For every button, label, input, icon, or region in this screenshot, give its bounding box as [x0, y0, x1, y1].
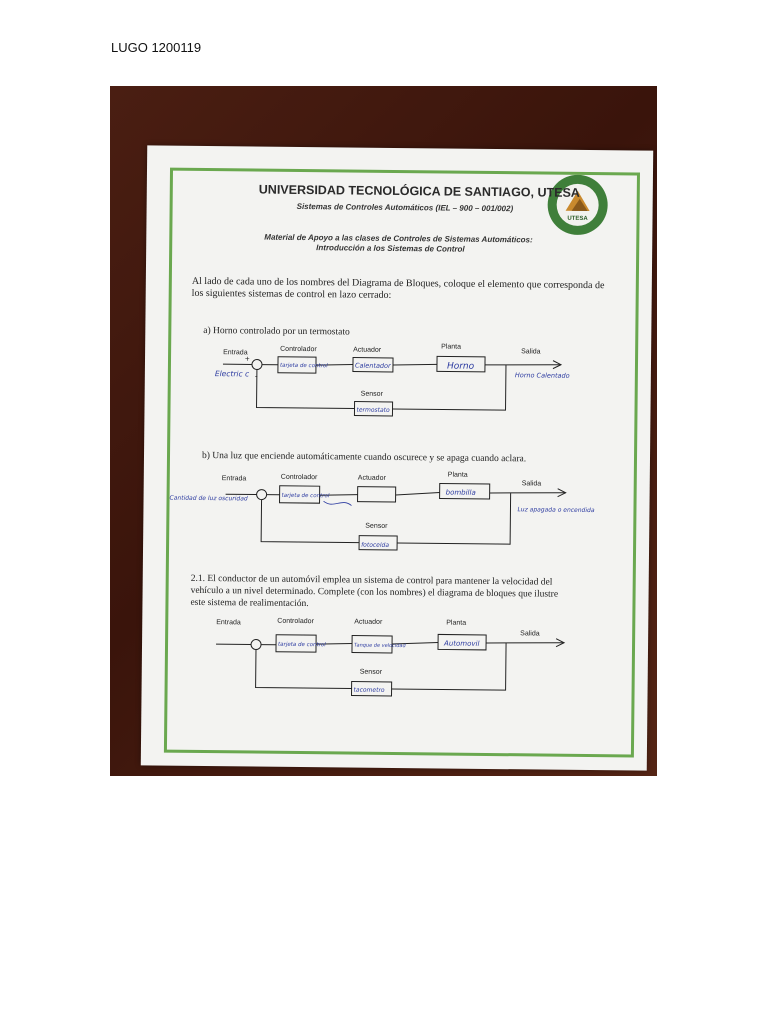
block-diagram-a: Entrada Controlador Actuador Planta Sali… [215, 343, 570, 417]
feedback-line-a2 [256, 369, 355, 410]
answer-controlador-c: tarjeta de control [278, 642, 326, 649]
feedback-line-b2 [260, 499, 360, 544]
label-entrada-a: Entrada [223, 349, 248, 356]
feedback-line-c1 [391, 643, 507, 691]
question-c-line3: este sistema de realimentación. [190, 597, 309, 610]
wire-c3 [392, 641, 439, 645]
label-sensor-a: Sensor [361, 391, 384, 398]
answer-planta-a: Horno [447, 362, 475, 372]
label-controlador-a: Controlador [280, 346, 317, 353]
answer-sensor-b: fotocelda [361, 542, 389, 549]
output-line-a [484, 364, 561, 366]
wire-a2 [315, 364, 353, 366]
answer-sensor-c: tacometro [354, 687, 385, 694]
feedback-line-c2 [255, 649, 352, 690]
wire-b2 [319, 494, 358, 496]
answer-controlador-a: tarjeta de control [280, 363, 328, 370]
label-planta-a: Planta [441, 343, 461, 350]
label-entrada-b: Entrada [222, 475, 247, 482]
material-title-line2: Introducción a los Sistemas de Control [316, 243, 465, 254]
seal-text: UTESA [567, 216, 588, 222]
answer-planta-c: Automovil [443, 639, 480, 647]
label-entrada-c: Entrada [216, 619, 241, 626]
actuator-block-b [357, 486, 397, 503]
label-salida-b: Salida [522, 480, 542, 487]
answer-sensor-a: termostato [356, 407, 390, 414]
label-planta-b: Planta [448, 472, 468, 479]
label-sensor-b: Sensor [365, 523, 388, 530]
answer-salida-a: Horno Calentado [515, 371, 570, 380]
plant-block-b [439, 482, 491, 500]
label-salida-c: Salida [520, 630, 540, 637]
answer-actuador-a: Calentador [355, 362, 392, 370]
output-line-c [486, 642, 565, 644]
label-salida-a: Salida [521, 348, 541, 355]
summing-junction-b [256, 489, 268, 501]
output-arrow-a [552, 360, 563, 370]
label-sensor-c: Sensor [360, 669, 383, 676]
output-line-b [489, 492, 566, 494]
answer-entrada-b: Cantidad de luz oscuridad [170, 495, 248, 503]
feedback-line-b1 [397, 493, 512, 545]
wire-a3 [392, 363, 437, 366]
answer-planta-b: bombilla [446, 489, 476, 497]
wire-b3 [395, 491, 440, 496]
label-controlador-c: Controlador [277, 618, 314, 625]
answer-entrada-a: Electric c [215, 369, 250, 378]
summing-junction-a [251, 359, 263, 371]
wire-c2 [316, 643, 353, 645]
block-diagram-c: Entrada Controlador Actuador Planta Sali… [216, 618, 566, 697]
answer-controlador-b: tarjeta de control [282, 493, 330, 500]
block-diagram-b: Entrada Controlador Actuador Planta Sali… [170, 472, 595, 551]
instruction-line2: los siguientes sistemas de control en la… [191, 287, 392, 301]
svg-text:+: + [245, 354, 250, 363]
answer-actuador-c: Tanque de velocidad [354, 643, 407, 650]
output-arrow-c [555, 638, 566, 648]
svg-text:-: - [255, 372, 258, 381]
label-actuador-c: Actuador [354, 619, 383, 626]
answer-salida-b: Luz apagada o encendida [517, 506, 594, 514]
page-header-label: LUGO 1200119 [111, 40, 202, 55]
label-actuador-a: Actuador [353, 347, 382, 354]
sensor-block-b [358, 535, 398, 551]
handwritten-squiggle-b [323, 500, 352, 506]
utesa-seal-icon: UTESA [547, 174, 608, 235]
label-actuador-b: Actuador [358, 475, 387, 482]
output-arrow-b [557, 488, 567, 498]
label-controlador-b: Controlador [281, 474, 318, 481]
document-photo: UTESA UNIVERSIDAD TECNOLÓGICA DE SANTIAG… [110, 86, 657, 776]
label-planta-c: Planta [446, 620, 466, 627]
summing-junction-c [250, 639, 262, 651]
feedback-line-a1 [392, 365, 507, 411]
paper-sheet: UTESA UNIVERSIDAD TECNOLÓGICA DE SANTIAG… [140, 145, 654, 771]
